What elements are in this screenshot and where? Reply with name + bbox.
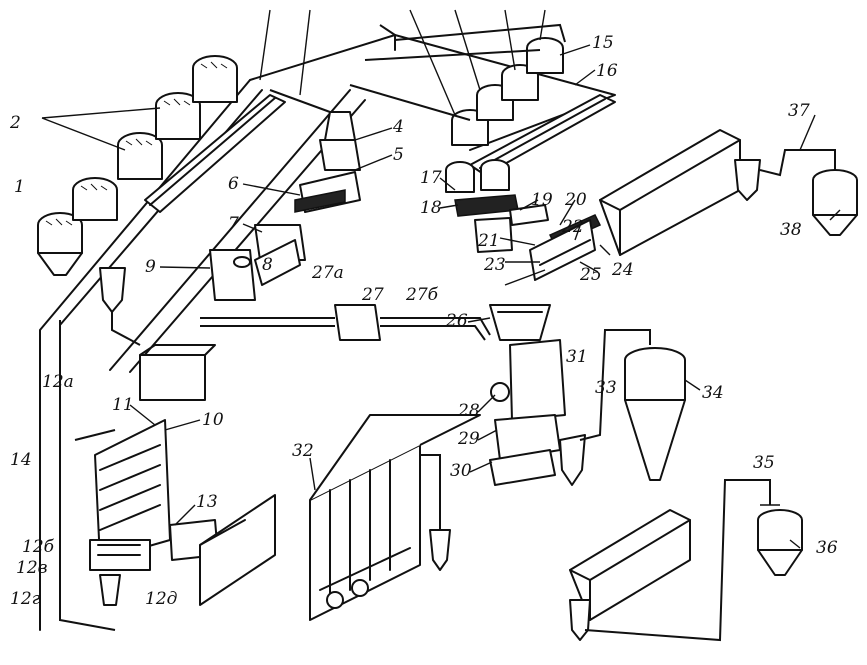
label-25: 25: [579, 265, 602, 285]
label-15: 15: [592, 33, 614, 53]
label-12v: 12в: [16, 558, 48, 578]
drum-hoppers-1: [37, 177, 118, 276]
label-27: 27: [361, 285, 384, 305]
label-18: 18: [420, 198, 442, 218]
label-12g: 12г: [10, 589, 41, 609]
label-23: 23: [483, 255, 506, 275]
label-11: 11: [112, 395, 134, 415]
label-7: 7: [228, 214, 239, 234]
drum-hoppers-2: [117, 55, 238, 180]
label-12d: 12д: [145, 589, 178, 609]
label-12a: 12а: [42, 372, 74, 392]
label-leaders: [129, 9, 841, 549]
label-24: 24: [611, 260, 634, 280]
cyclone-left-top: [99, 267, 141, 346]
top-pipes: [269, 23, 566, 121]
label-33: 33: [595, 378, 617, 398]
cyclone-lower-right: [569, 599, 591, 641]
label-28: 28: [457, 401, 480, 421]
label-22: 22: [561, 217, 584, 237]
cyclone-34: [579, 329, 686, 481]
units-20-25: [509, 204, 602, 281]
label-21: 21: [477, 231, 500, 251]
label-8: 8: [262, 255, 273, 275]
label-36: 36: [816, 538, 838, 558]
diagram-labels: 1 2 4 5 6 7 8 9 10 11 12а 12б 12в 12г 12…: [9, 33, 838, 609]
label-2: 2: [9, 113, 21, 133]
label-29: 29: [457, 429, 480, 449]
cooling-tower: [89, 344, 216, 606]
cyclone-right-30: [559, 434, 586, 486]
label-10: 10: [202, 410, 224, 430]
cyclone-36: [584, 479, 803, 642]
label-5: 5: [393, 145, 404, 165]
cyclone-38: [734, 149, 858, 236]
lower-left-chamber: [199, 494, 276, 606]
label-34: 34: [702, 383, 724, 403]
long-box-24: [599, 129, 741, 256]
pipe-27: [200, 304, 491, 341]
label-9: 9: [145, 257, 156, 277]
label-27b: 27б: [405, 285, 439, 305]
label-17: 17: [420, 168, 442, 188]
label-6: 6: [228, 174, 239, 194]
label-13: 13: [196, 492, 218, 512]
label-27a: 27а: [311, 263, 344, 283]
label-20: 20: [564, 190, 587, 210]
hopper-2-leader: [41, 107, 161, 151]
label-38: 38: [780, 220, 802, 240]
label-31: 31: [566, 347, 588, 367]
label-32: 32: [292, 441, 314, 461]
central-units: [209, 111, 361, 301]
label-16: 16: [596, 61, 618, 81]
pipe-drier-to-cyclone: [420, 454, 441, 530]
label-26: 26: [445, 311, 468, 331]
processing-block-26-31: [489, 304, 566, 486]
units-17-19: [445, 159, 519, 253]
drier-32: [309, 414, 481, 621]
pipe-14: [59, 320, 116, 631]
label-35: 35: [753, 453, 775, 473]
label-4: 4: [392, 117, 404, 137]
label-12b: 12б: [22, 537, 55, 557]
label-30: 30: [450, 461, 472, 481]
pipe-12a: [74, 429, 116, 441]
label-19: 19: [531, 190, 553, 210]
label-14: 14: [10, 450, 32, 470]
label-1: 1: [14, 177, 25, 197]
label-37: 37: [788, 101, 810, 121]
hopper-feed-conveyor: [144, 94, 286, 213]
cyclone-mid-bottom: [429, 529, 451, 571]
